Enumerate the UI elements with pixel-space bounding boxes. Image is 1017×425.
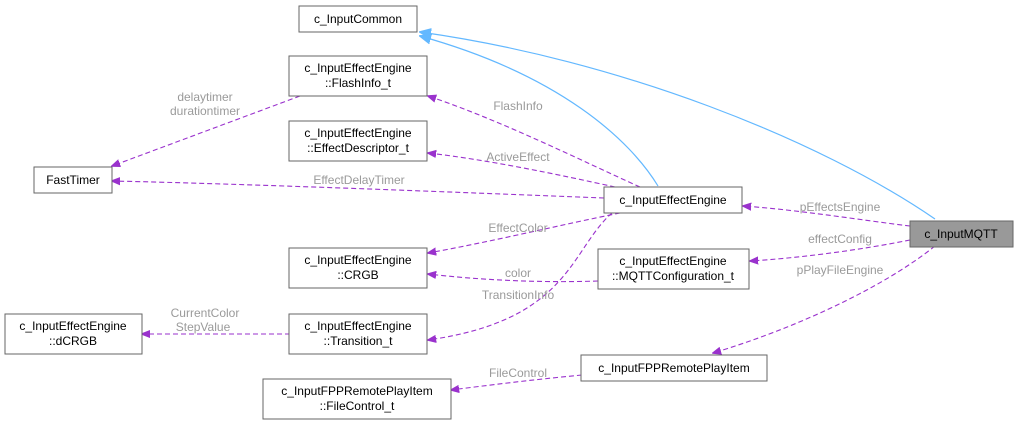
- node-effect-descriptor-line1: c_InputEffectEngine: [304, 126, 412, 140]
- label-effectconfig: effectConfig: [808, 232, 872, 246]
- node-fpp-play-item[interactable]: c_InputFPPRemotePlayItem: [580, 354, 768, 382]
- node-effect-descriptor[interactable]: c_InputEffectEngine ::EffectDescriptor_t: [288, 120, 428, 162]
- edge-mqtt-to-fppplayitem: [713, 245, 936, 353]
- label-peffectsengine: pEffectsEngine: [800, 200, 881, 214]
- usage-edges: [112, 95, 936, 390]
- edge-engine-to-crgb: [428, 212, 621, 253]
- label-filecontrol: FileControl: [489, 366, 547, 380]
- node-input-common-label: c_InputCommon: [314, 12, 402, 26]
- label-durationtimer: durationtimer: [170, 104, 240, 118]
- node-flashinfo-line2: ::FlashInfo_t: [325, 76, 392, 90]
- node-transition-line2: ::Transition_t: [324, 334, 394, 348]
- label-effectcolor: EffectColor: [488, 221, 547, 235]
- label-effectdelaytimer: EffectDelayTimer: [313, 173, 404, 187]
- edge-mqttconfig-to-crgb: [428, 274, 599, 283]
- node-effect-descriptor-line2: ::EffectDescriptor_t: [307, 141, 409, 155]
- node-crgb[interactable]: c_InputEffectEngine ::CRGB: [288, 247, 428, 289]
- node-file-control[interactable]: c_InputFPPRemotePlayItem ::FileControl_t: [262, 378, 452, 420]
- label-delaytimer: delaytimer: [177, 90, 232, 104]
- edge-engine-to-fasttimer: [112, 181, 605, 199]
- node-crgb-line1: c_InputEffectEngine: [304, 253, 412, 267]
- edge-labels: delaytimer durationtimer FlashInfo Activ…: [170, 90, 884, 380]
- node-dcrgb[interactable]: c_InputEffectEngine ::dCRGB: [4, 313, 143, 355]
- node-flashinfo[interactable]: c_InputEffectEngine ::FlashInfo_t: [288, 55, 428, 97]
- node-transition-line1: c_InputEffectEngine: [304, 319, 412, 333]
- node-mqtt-config-line1: c_InputEffectEngine: [619, 254, 727, 268]
- label-transitioninfo: TransitionInfo: [482, 288, 555, 302]
- edge-mqtt-to-engine: [743, 206, 911, 227]
- node-dcrgb-line2: ::dCRGB: [49, 334, 97, 348]
- label-currentcolor: CurrentColor: [171, 306, 240, 320]
- edge-mqtt-to-inputcommon: [420, 32, 936, 220]
- node-input-mqtt[interactable]: c_InputMQTT: [909, 220, 1014, 248]
- label-color: color: [505, 266, 531, 280]
- node-flashinfo-line1: c_InputEffectEngine: [304, 61, 412, 75]
- node-dcrgb-line1: c_InputEffectEngine: [19, 319, 127, 333]
- edge-engine-to-transition: [428, 212, 613, 340]
- node-fasttimer-label: FastTimer: [46, 173, 100, 187]
- node-file-control-line1: c_InputFPPRemotePlayItem: [281, 384, 432, 398]
- node-transition[interactable]: c_InputEffectEngine ::Transition_t: [288, 313, 428, 355]
- node-fpp-play-item-label: c_InputFPPRemotePlayItem: [598, 361, 749, 375]
- node-crgb-line2: ::CRGB: [337, 268, 378, 282]
- label-flashinfo: FlashInfo: [493, 99, 543, 113]
- edge-mqtt-to-mqttconfig: [750, 239, 911, 261]
- node-file-control-line2: ::FileControl_t: [320, 399, 395, 413]
- node-mqtt-config-line2: ::MQTTConfiguration_t: [612, 269, 735, 283]
- edge-fppplayitem-to-filecontrol: [451, 374, 583, 390]
- edge-flashinfo-to-fasttimer: [112, 95, 301, 166]
- label-pplayfileengine: pPlayFileEngine: [797, 263, 884, 277]
- node-effect-engine[interactable]: c_InputEffectEngine: [603, 186, 743, 214]
- edge-engine-to-inputcommon: [420, 36, 659, 187]
- label-stepvalue: StepValue: [176, 320, 231, 334]
- edge-engine-to-effectdescriptor: [428, 153, 616, 188]
- node-input-mqtt-label: c_InputMQTT: [924, 227, 998, 241]
- inheritance-edges: [420, 32, 936, 220]
- node-effect-engine-label: c_InputEffectEngine: [619, 193, 727, 207]
- node-mqtt-config[interactable]: c_InputEffectEngine ::MQTTConfiguration_…: [597, 248, 750, 290]
- node-fasttimer[interactable]: FastTimer: [33, 166, 113, 194]
- edge-engine-to-flashinfo: [428, 96, 641, 188]
- label-activeeffect: ActiveEffect: [486, 150, 550, 164]
- node-input-common[interactable]: c_InputCommon: [298, 5, 418, 33]
